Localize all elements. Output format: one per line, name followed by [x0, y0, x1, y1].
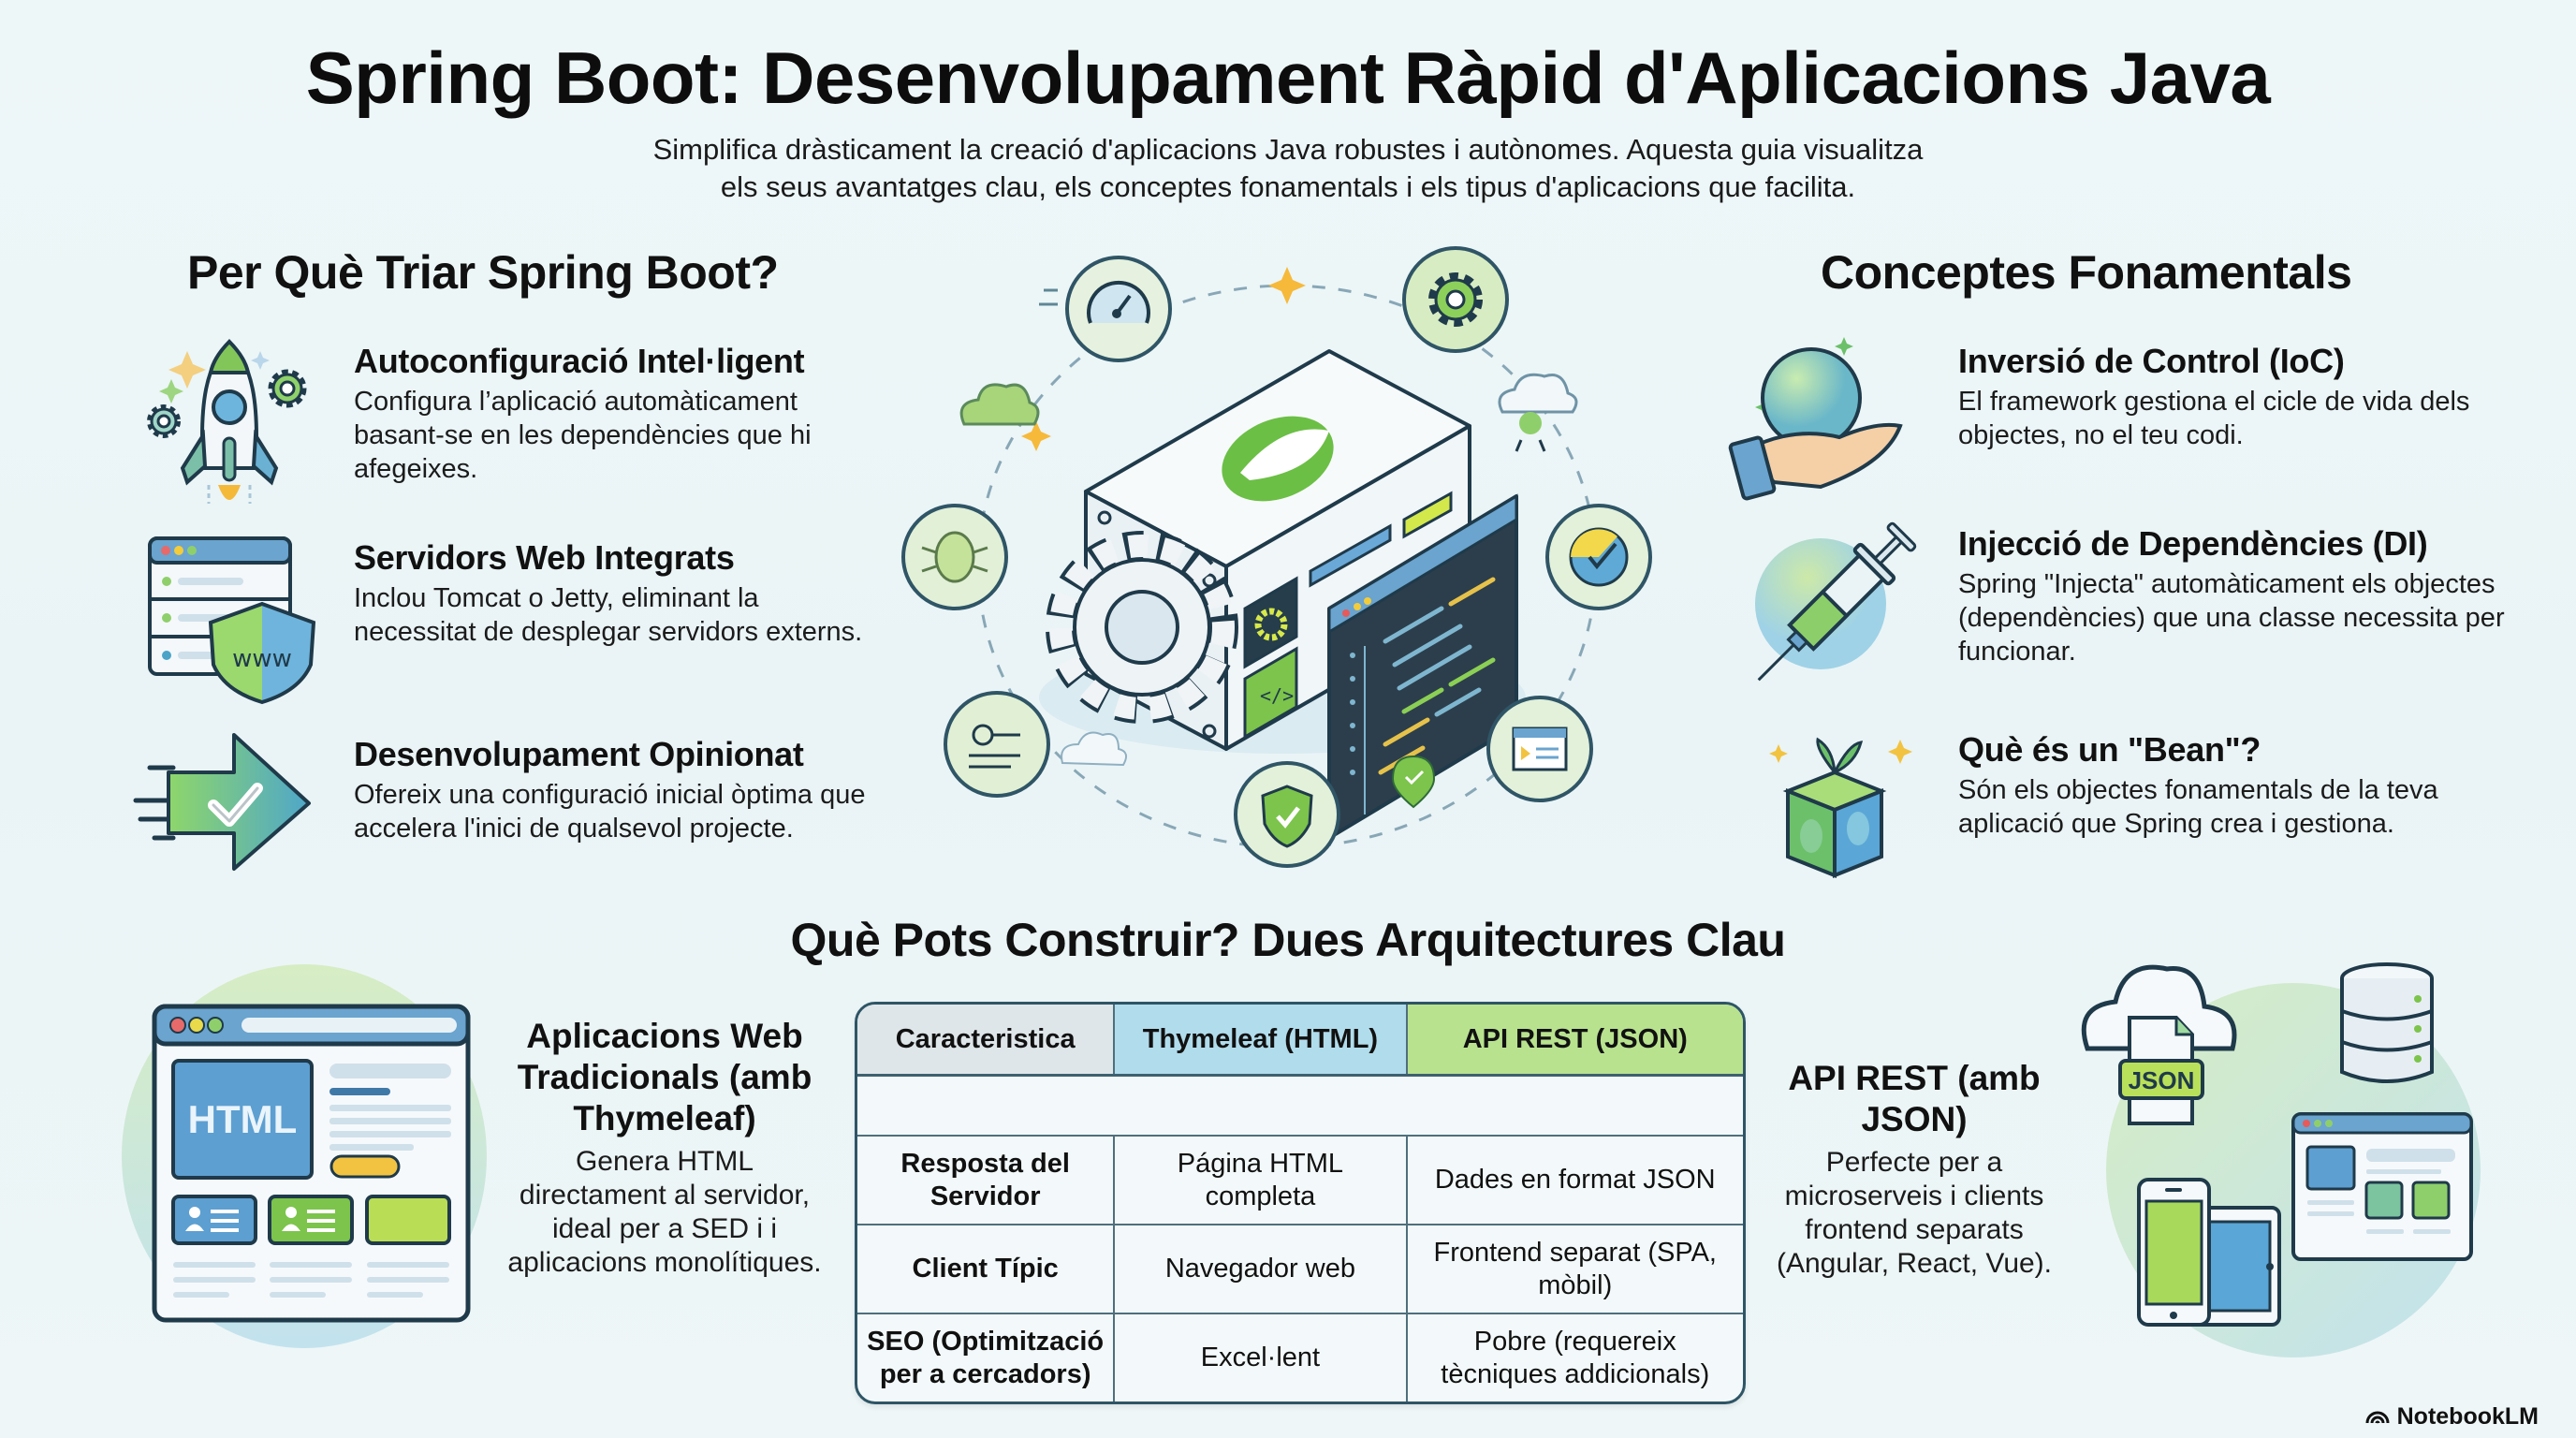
- concept-item-title: Inversió de Control (IoC): [1958, 342, 2345, 380]
- why-item-autoconfig: Autoconfiguració Intel·ligent Configura …: [354, 342, 878, 486]
- why-item-title: Autoconfiguració Intel·ligent: [354, 342, 805, 380]
- why-heading: Per Què Triar Spring Boot?: [187, 246, 779, 299]
- browser-window-icon: [1486, 696, 1593, 802]
- concept-item-di: Injecció de Dependències (DI) Spring "In…: [1958, 524, 2520, 668]
- table-cell: Excel·lent: [1113, 1313, 1408, 1401]
- arch-left-desc: Genera HTML directament al servidor, ide…: [507, 1146, 822, 1278]
- svg-text:</>: </>: [1260, 684, 1294, 707]
- server-shield-www-icon: www: [140, 534, 328, 705]
- table-header-feature: Caracteristica: [857, 1005, 1116, 1077]
- table-cell: Frontend separat (SPA, mòbil): [1405, 1224, 1743, 1315]
- table-cell: Dades en format JSON: [1405, 1134, 1743, 1226]
- why-item-desc: Configura l’aplicació automàticament bas…: [354, 387, 812, 484]
- why-item-desc: Inclou Tomcat o Jetty, eliminant la nece…: [354, 583, 863, 647]
- json-label: JSON: [2129, 1066, 2195, 1094]
- concept-item-ioc: Inversió de Control (IoC) El framework g…: [1958, 342, 2510, 452]
- html-webpage-icon: HTML: [122, 964, 496, 1357]
- arrow-check-icon: [131, 730, 318, 871]
- svg-text:www: www: [232, 645, 292, 673]
- table-row: SEO (Optimització per a cercadors) Excel…: [857, 1313, 1743, 1401]
- html-label: HTML: [188, 1097, 298, 1141]
- why-item-title: Desenvolupament Opinionat: [354, 735, 804, 773]
- key-flow-icon: [944, 691, 1050, 798]
- table-header-row: Caracteristica Thymeleaf (HTML) API REST…: [857, 1005, 1743, 1077]
- concept-item-bean: Què és un "Bean"? Són els objectes fonam…: [1958, 730, 2520, 841]
- arch-right-title: API REST (amb JSON): [1788, 1059, 2041, 1138]
- subtitle-line-1: Simplifica dràsticament la creació d'apl…: [652, 133, 1924, 166]
- page-subtitle: Simplifica dràsticament la creació d'apl…: [539, 131, 2037, 206]
- notebooklm-brand: NotebookLM: [2365, 1403, 2539, 1431]
- why-item-desc: Ofereix una configuració inicial òptima …: [354, 780, 866, 844]
- bug-icon: [901, 504, 1008, 610]
- table-cell: Página HTML completa: [1113, 1134, 1408, 1226]
- arch-right-desc: Perfecte per a microserveis i clients fr…: [1776, 1147, 2053, 1279]
- syringe-icon: [1741, 515, 1928, 693]
- gear-icon: [1402, 246, 1509, 353]
- table-row-empty: [857, 1074, 1743, 1137]
- table-header-thymeleaf: Thymeleaf (HTML): [1113, 1005, 1408, 1077]
- rocket-icon: [136, 328, 323, 515]
- why-item-title: Servidors Web Integrats: [354, 538, 735, 577]
- why-item-webservers: Servidors Web Integrats Inclou Tomcat o …: [354, 538, 878, 649]
- page-title: Spring Boot: Desenvolupament Ràpid d'Apl…: [305, 37, 2271, 119]
- arch-left-title: Aplicacions Web Tradicionals (amb Thymel…: [517, 1017, 812, 1137]
- hand-holding-sphere-icon: [1728, 332, 1924, 501]
- why-item-opinionated: Desenvolupament Opinionat Ofereix una co…: [354, 735, 878, 845]
- table-cell: Pobre (requereix tècniques addicionals): [1405, 1313, 1743, 1401]
- api-cloud-devices-icon: JSON: [2069, 950, 2481, 1362]
- table-row: Client Típic Navegador web Frontend sepa…: [857, 1224, 1743, 1315]
- spring-server-hub-icon: </>: [901, 239, 1652, 875]
- concept-item-title: Injecció de Dependències (DI): [1958, 524, 2428, 563]
- table-row-header: SEO (Optimització per a cercadors): [857, 1313, 1116, 1401]
- arch-right-text: API REST (amb JSON) Perfecte per a micro…: [1764, 1058, 2064, 1281]
- arch-left-text: Aplicacions Web Tradicionals (amb Thymel…: [505, 1016, 824, 1280]
- table-row-header: Resposta del Servidor: [857, 1134, 1116, 1226]
- architectures-heading: Què Pots Construir? Dues Arquitectures C…: [790, 914, 1786, 966]
- concept-item-desc: Són els objectes fonamentals de la teva …: [1958, 775, 2438, 839]
- cloud-sprout-icon: [1498, 373, 1578, 452]
- subtitle-line-2: els seus avantatges clau, els conceptes …: [720, 170, 1856, 203]
- table-cell: Navegador web: [1113, 1224, 1408, 1315]
- check-badge-icon: [1545, 504, 1652, 610]
- sprouting-cube-icon: [1750, 716, 1919, 885]
- table-cell-empty: [857, 1074, 1743, 1137]
- concept-item-desc: El framework gestiona el cicle de vida d…: [1958, 387, 2470, 450]
- speedometer-icon: [1039, 256, 1172, 362]
- comparison-table: Caracteristica Thymeleaf (HTML) API REST…: [855, 1002, 1746, 1404]
- concept-item-title: Què és un "Bean"?: [1958, 730, 2261, 769]
- table-row: Resposta del Servidor Página HTML comple…: [857, 1134, 1743, 1226]
- concepts-heading: Conceptes Fonamentals: [1821, 246, 2352, 299]
- concept-item-desc: Spring "Injecta" automàticament els obje…: [1958, 569, 2505, 667]
- shield-check-icon: [1234, 761, 1340, 868]
- brand-label: NotebookLM: [2396, 1403, 2539, 1430]
- table-header-rest: API REST (JSON): [1405, 1005, 1743, 1077]
- table-row-header: Client Típic: [857, 1224, 1116, 1315]
- cloud-icon: [959, 383, 1040, 426]
- notebooklm-logo-icon: [2365, 1403, 2390, 1431]
